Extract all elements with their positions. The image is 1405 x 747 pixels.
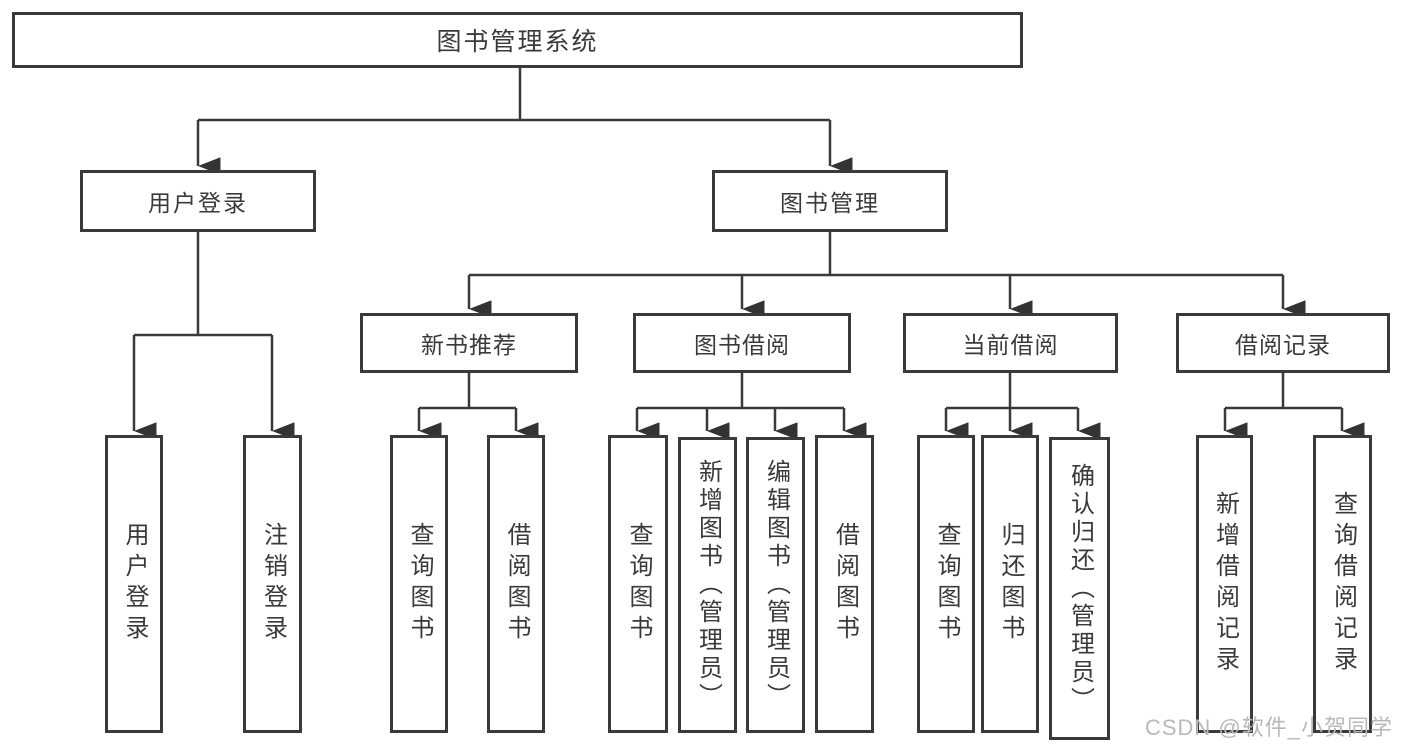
leaf-box-bb-add-books-admin: 新增图书（管理员） [678, 437, 737, 733]
leaf-label-bb-query-books: 查询图书 [625, 522, 652, 646]
node-label-current-borrow: 当前借阅 [962, 332, 1059, 358]
leaf-label-logout: 注销登录 [259, 522, 287, 646]
node-box-new-book-recommend: 新书推荐 [360, 313, 578, 373]
leaf-box-cb-confirm-return-admin: 确认归还（管理员） [1049, 437, 1110, 740]
leaf-box-cb-return-books: 归还图书 [981, 435, 1039, 733]
leaf-box-br-add-record: 新增借阅记录 [1196, 435, 1253, 733]
node-label-book-management: 图书管理 [780, 190, 880, 216]
node-box-book-management: 图书管理 [712, 170, 948, 232]
leaf-label-br-query-record: 查询借阅记录 [1329, 491, 1357, 677]
leaf-label-cb-confirm-return-admin: 确认归还（管理员） [1066, 462, 1094, 715]
node-label-library-system: 图书管理系统 [436, 28, 599, 56]
node-label-new-book-recommend: 新书推荐 [421, 332, 517, 358]
leaf-label-br-add-record: 新增借阅记录 [1211, 491, 1239, 677]
leaf-label-cb-query-books: 查询图书 [933, 522, 960, 646]
leaf-box-bb-edit-books-admin: 编辑图书（管理员） [746, 437, 805, 733]
leaf-box-bb-borrow-books: 借阅图书 [815, 435, 874, 733]
node-box-borrow-records: 借阅记录 [1176, 313, 1390, 373]
node-label-book-borrow: 图书借阅 [694, 332, 790, 358]
leaf-box-bb-query-books: 查询图书 [608, 435, 668, 733]
leaf-label-bb-edit-books-admin: 编辑图书（管理员） [762, 459, 790, 711]
node-label-user-login: 用户登录 [148, 190, 248, 216]
leaf-label-cb-return-books: 归还图书 [997, 522, 1024, 646]
node-label-borrow-records: 借阅记录 [1235, 332, 1331, 358]
leaf-label-bb-borrow-books: 借阅图书 [831, 522, 859, 646]
node-box-current-borrow: 当前借阅 [903, 313, 1118, 373]
leaf-label-user-login: 用户登录 [121, 522, 148, 646]
csdn-watermark: CSDN @软件_小贺同学 [1144, 715, 1393, 740]
node-box-book-borrow: 图书借阅 [633, 313, 851, 373]
leaf-label-nb-borrow-books: 借阅图书 [503, 522, 530, 646]
leaf-box-user-login: 用户登录 [105, 435, 163, 733]
leaf-box-nb-query-books: 查询图书 [390, 435, 448, 733]
node-box-library-system: 图书管理系统 [12, 12, 1023, 68]
leaf-box-cb-query-books: 查询图书 [917, 435, 975, 733]
leaf-box-nb-borrow-books: 借阅图书 [487, 435, 545, 733]
leaf-label-nb-query-books: 查询图书 [406, 522, 433, 646]
node-box-user-login: 用户登录 [80, 170, 316, 232]
leaf-box-logout: 注销登录 [243, 435, 302, 733]
leaf-box-br-query-record: 查询借阅记录 [1313, 435, 1372, 733]
leaf-label-bb-add-books-admin: 新增图书（管理员） [694, 459, 722, 711]
